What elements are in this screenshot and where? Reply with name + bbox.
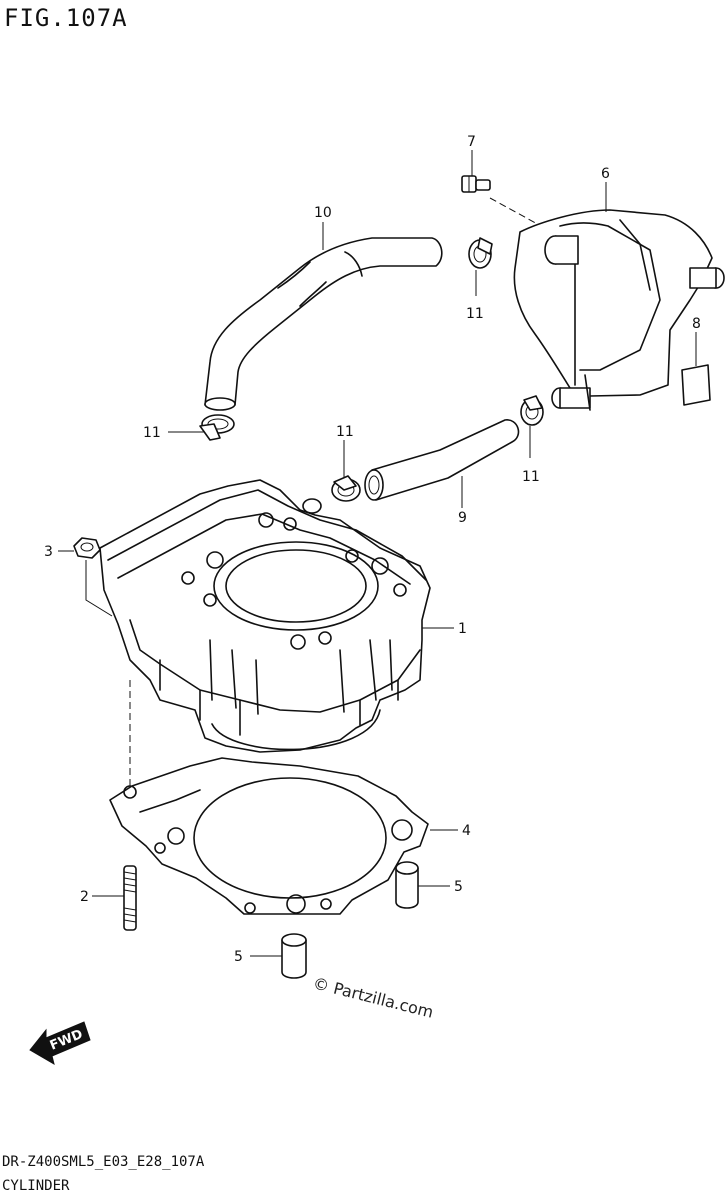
part-11-clamp-a[interactable]: [199, 414, 235, 441]
partzilla-watermark: © Partzilla.com: [311, 973, 435, 1021]
section-name: CYLINDER: [2, 1178, 70, 1194]
callout-5b: 5: [234, 949, 243, 965]
model-code: DR-Z400SML5_E03_E28_107A: [2, 1154, 205, 1170]
figure-title: FIG.107A: [4, 4, 128, 32]
callout-10: 10: [314, 205, 332, 221]
callout-11b: 11: [466, 306, 484, 322]
part-2-stud-bolt[interactable]: [123, 865, 137, 931]
callout-11c: 11: [336, 424, 354, 440]
callout-2: 2: [80, 889, 89, 905]
part-11-clamp-c[interactable]: [331, 475, 361, 502]
part-4-cylinder-base-gasket[interactable]: [109, 757, 429, 915]
part-11-clamp-b[interactable]: [468, 237, 493, 269]
part-1-cylinder[interactable]: [99, 479, 431, 753]
part-6-valve-housing[interactable]: [513, 209, 725, 411]
callout-9: 9: [458, 510, 467, 526]
callout-8: 8: [692, 316, 701, 332]
part-5-dowel-pin-a[interactable]: [395, 861, 419, 909]
callout-11a: 11: [143, 425, 161, 441]
part-8-rubber-pad[interactable]: [681, 364, 711, 406]
part-3-nut[interactable]: [73, 537, 101, 559]
fwd-direction-arrow: FWD: [29, 1021, 91, 1066]
callout-6: 6: [601, 166, 610, 182]
callout-1: 1: [458, 621, 467, 637]
leader-3-to-cylinder: [85, 560, 113, 617]
part-10-hose[interactable]: [204, 237, 443, 411]
callout-7: 7: [467, 134, 476, 150]
callout-3: 3: [44, 544, 53, 560]
part-5-dowel-pin-b[interactable]: [281, 933, 307, 979]
part-11-clamp-d[interactable]: [520, 395, 544, 426]
part-7-bolt[interactable]: [461, 175, 491, 193]
callout-4: 4: [462, 823, 471, 839]
callout-5a: 5: [454, 879, 463, 895]
callout-11d: 11: [522, 469, 540, 485]
part-9-hose[interactable]: [364, 419, 520, 501]
